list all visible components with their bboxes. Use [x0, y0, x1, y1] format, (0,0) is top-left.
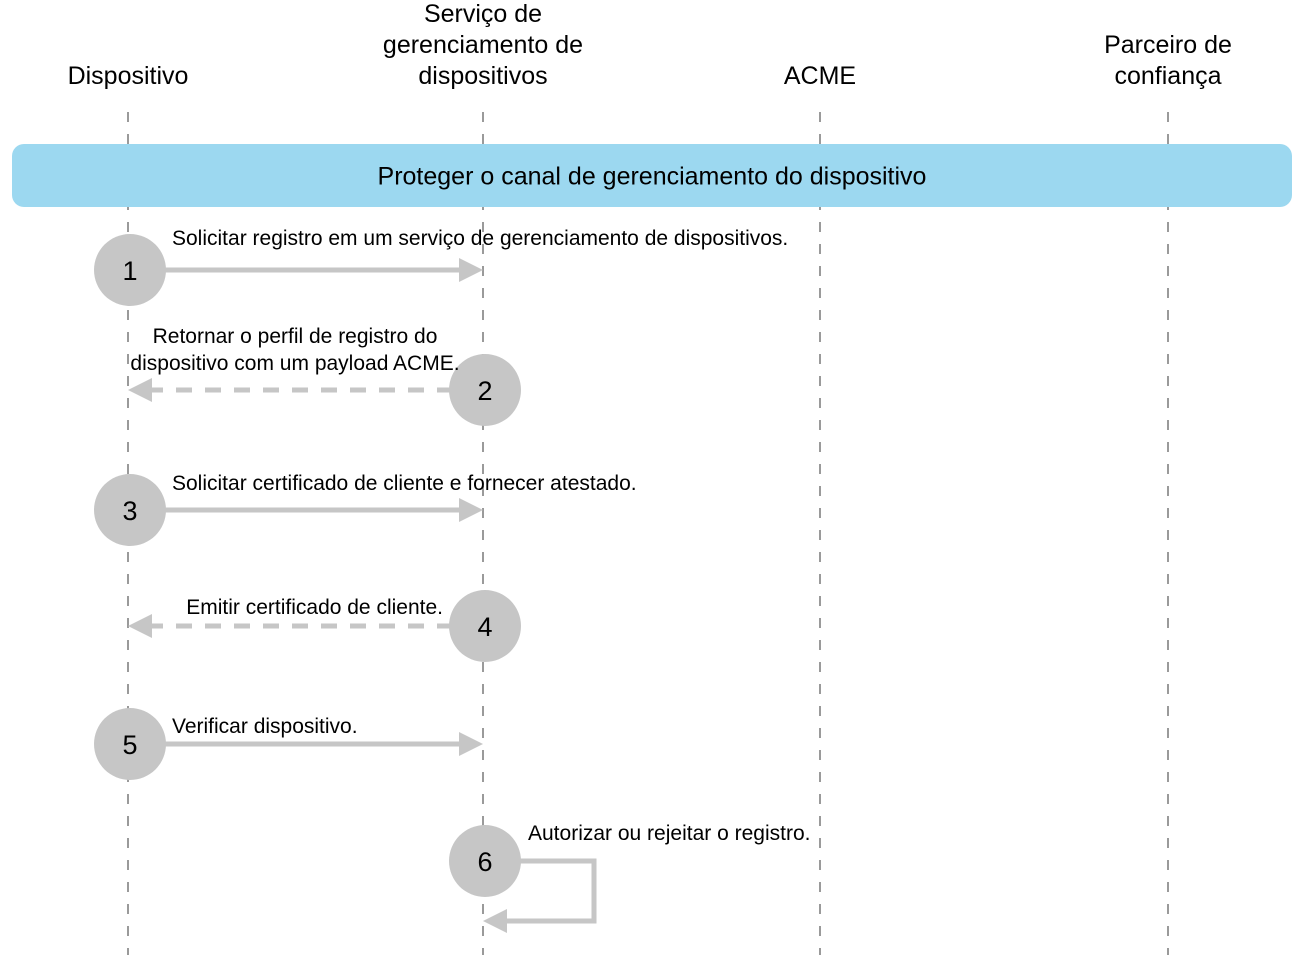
step-number-4: 4	[477, 612, 492, 642]
message-label-5: Verificar dispositivo.	[172, 715, 358, 738]
step-number-3: 3	[122, 496, 137, 526]
message-step-6[interactable]: 6 Autorizar ou rejeitar o registro.	[449, 822, 810, 933]
message-step-1[interactable]: 1 Solicitar registro em um serviço de ger…	[94, 227, 788, 306]
actor-label-dms: dispositivos	[418, 62, 547, 90]
actor-headers: Dispositivo Serviço de gerenciamento de dis…	[68, 0, 1232, 90]
actor-header-dms: Serviço de gerenciamento de dispositivos	[383, 0, 583, 90]
actor-header-acme: ACME	[784, 62, 856, 90]
step-number-6: 6	[477, 847, 492, 877]
message-label-3: Solicitar certificado de cliente e forne…	[172, 472, 637, 495]
arrowhead-right	[459, 498, 483, 522]
protect-channel-banner: Proteger o canal de gerenciamento do dis…	[12, 144, 1292, 207]
actor-label-partner: confiança	[1114, 62, 1221, 90]
step-number-1: 1	[122, 256, 137, 286]
step-badge-4[interactable]	[449, 590, 521, 662]
message-label-6: Autorizar ou rejeitar o registro.	[528, 822, 810, 845]
banner-background	[12, 144, 1292, 207]
arrowhead-left	[128, 614, 152, 638]
arrowhead-left	[483, 909, 507, 933]
banner-label: Proteger o canal de gerenciamento do dis…	[378, 163, 927, 191]
message-label-4: Emitir certificado de cliente.	[186, 596, 443, 619]
step-badge-6[interactable]	[449, 825, 521, 897]
self-loop-path	[505, 858, 597, 924]
message-step-4[interactable]: 4 Emitir certificado de cliente.	[128, 590, 521, 662]
arrowhead-right	[459, 258, 483, 282]
actor-label-dms: gerenciamento de	[383, 31, 583, 59]
actor-label-dms: Serviço de	[424, 0, 542, 28]
actor-label-acme: ACME	[784, 62, 856, 90]
step-number-2: 2	[477, 376, 492, 406]
message-label-1: Solicitar registro em um serviço de gere…	[172, 227, 788, 250]
actor-label-partner: Parceiro de	[1104, 31, 1232, 59]
message-step-5[interactable]: 5 Verificar dispositivo.	[94, 708, 483, 780]
step-badge-3[interactable]	[94, 474, 166, 546]
message-step-3[interactable]: 3 Solicitar certificado de cliente e forn…	[94, 472, 637, 546]
step-badge-5[interactable]	[94, 708, 166, 780]
step-badge-2[interactable]	[449, 354, 521, 426]
message-step-2[interactable]: 2 Retornar o perfil de registro do disposi…	[128, 325, 521, 426]
actor-header-device: Dispositivo	[68, 62, 189, 90]
actor-label-device: Dispositivo	[68, 62, 189, 90]
message-label-2: Retornar o perfil de registro do	[153, 325, 438, 348]
step-number-5: 5	[122, 730, 137, 760]
arrowhead-right	[459, 732, 483, 756]
message-label-2: dispositivo com um payload ACME.	[130, 352, 459, 375]
messages: 1 Solicitar registro em um serviço de ger…	[94, 227, 810, 933]
step-badge-1[interactable]	[94, 234, 166, 306]
actor-header-partner: Parceiro de confiança	[1104, 31, 1232, 90]
arrowhead-left	[128, 378, 152, 402]
